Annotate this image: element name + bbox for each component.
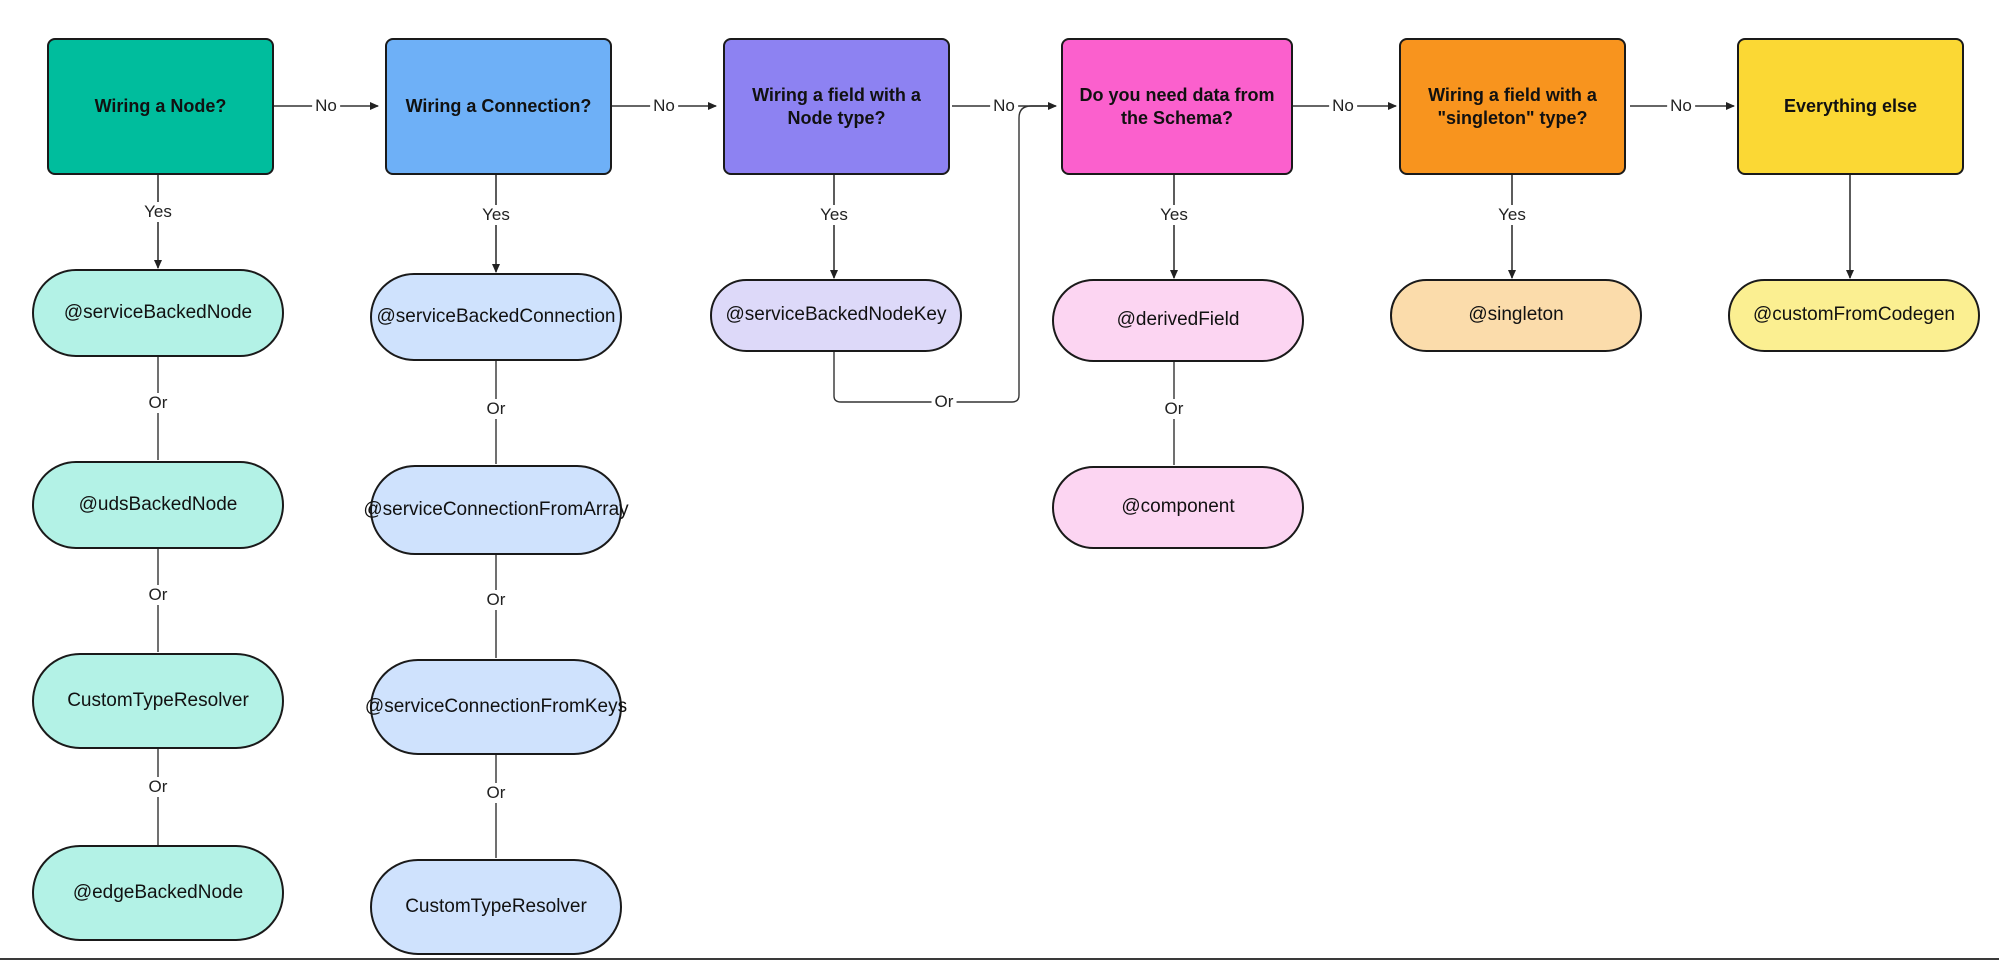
option-label: @derivedField (1116, 309, 1240, 331)
edge-label-no-1: No (312, 96, 340, 116)
option-label: @serviceBackedNodeKey (725, 304, 947, 326)
option-label: CustomTypeResolver (405, 895, 587, 917)
decision-label-line-1: Do you need data from (1079, 85, 1275, 105)
edge-label-or-1b: Or (145, 585, 171, 605)
decision-label-line-1: Wiring a field with a (1428, 85, 1597, 105)
option-derived-field[interactable]: @derivedField (1052, 279, 1304, 362)
decision-label-line-2: the Schema? (1120, 107, 1234, 128)
option-custom-type-resolver-node[interactable]: CustomTypeResolver (32, 653, 284, 749)
option-label: @udsBackedNode (78, 493, 238, 515)
edge-label-no-5: No (1667, 96, 1695, 116)
option-label: @component (1121, 496, 1235, 518)
option-service-backed-connection[interactable]: @serviceBackedConnection (370, 273, 622, 361)
edge-label-or-1c: Or (145, 777, 171, 797)
decision-label: Wiring a Connection? (405, 96, 592, 117)
option-custom-type-resolver-connection[interactable]: CustomTypeResolver (370, 859, 622, 955)
option-label: @serviceBackedConnection (376, 305, 616, 327)
option-service-connection-from-array[interactable]: @serviceConnectionFromArray (363, 465, 629, 555)
decision-wiring-a-connection[interactable]: Wiring a Connection? (385, 38, 612, 175)
edge-label-or-2b: Or (483, 590, 509, 610)
option-label: @customFromCodegen (1753, 304, 1955, 326)
decision-label: Everything else (1783, 96, 1918, 117)
edge-label-or-2c: Or (483, 783, 509, 803)
decision-label-line-1: Wiring a field with a (752, 85, 921, 105)
edge-label-yes-3: Yes (817, 205, 851, 225)
decision-label: Wiring a Node? (94, 96, 227, 117)
option-edge-backed-node[interactable]: @edgeBackedNode (32, 845, 284, 941)
option-component[interactable]: @component (1052, 466, 1304, 549)
option-label: CustomTypeResolver (67, 689, 249, 711)
edge-label-yes-2: Yes (479, 205, 513, 225)
option-service-connection-from-keys[interactable]: @serviceConnectionFromKeys (365, 659, 627, 755)
option-label: @edgeBackedNode (72, 881, 244, 903)
decision-label-line-2: "singleton" type? (1437, 107, 1588, 128)
decision-need-data-from-schema[interactable]: Do you need data from the Schema? (1061, 38, 1293, 175)
decision-everything-else[interactable]: Everything else (1737, 38, 1964, 175)
option-singleton[interactable]: @singleton (1390, 279, 1642, 352)
decision-wiring-a-node[interactable]: Wiring a Node? (47, 38, 274, 175)
option-custom-from-codegen[interactable]: @customFromCodegen (1728, 279, 1980, 352)
edge-label-no-4: No (1329, 96, 1357, 116)
decision-wiring-field-node-type[interactable]: Wiring a field with a Node type? (723, 38, 950, 175)
option-service-backed-node-key[interactable]: @serviceBackedNodeKey (710, 279, 962, 352)
edge-label-yes-4: Yes (1157, 205, 1191, 225)
decision-wiring-field-singleton-type[interactable]: Wiring a field with a "singleton" type? (1399, 38, 1626, 175)
option-label: @serviceConnectionFromKeys (364, 695, 628, 717)
option-label: @serviceBackedNode (63, 301, 253, 323)
option-label: @singleton (1468, 304, 1564, 326)
bottom-divider (0, 958, 1999, 960)
edge-label-yes-1: Yes (141, 202, 175, 222)
edge-label-no-3: No (990, 96, 1018, 116)
edge-label-or-3: Or (931, 392, 957, 412)
edge-label-or-2a: Or (483, 399, 509, 419)
edge-label-no-2: No (650, 96, 678, 116)
option-uds-backed-node[interactable]: @udsBackedNode (32, 461, 284, 549)
edge-label-or-4: Or (1161, 399, 1187, 419)
edge-label-yes-5: Yes (1495, 205, 1529, 225)
option-service-backed-node[interactable]: @serviceBackedNode (32, 269, 284, 357)
edge-label-or-1a: Or (145, 393, 171, 413)
option-label: @serviceConnectionFromArray (363, 498, 629, 520)
decision-label-line-2: Node type? (787, 107, 886, 128)
